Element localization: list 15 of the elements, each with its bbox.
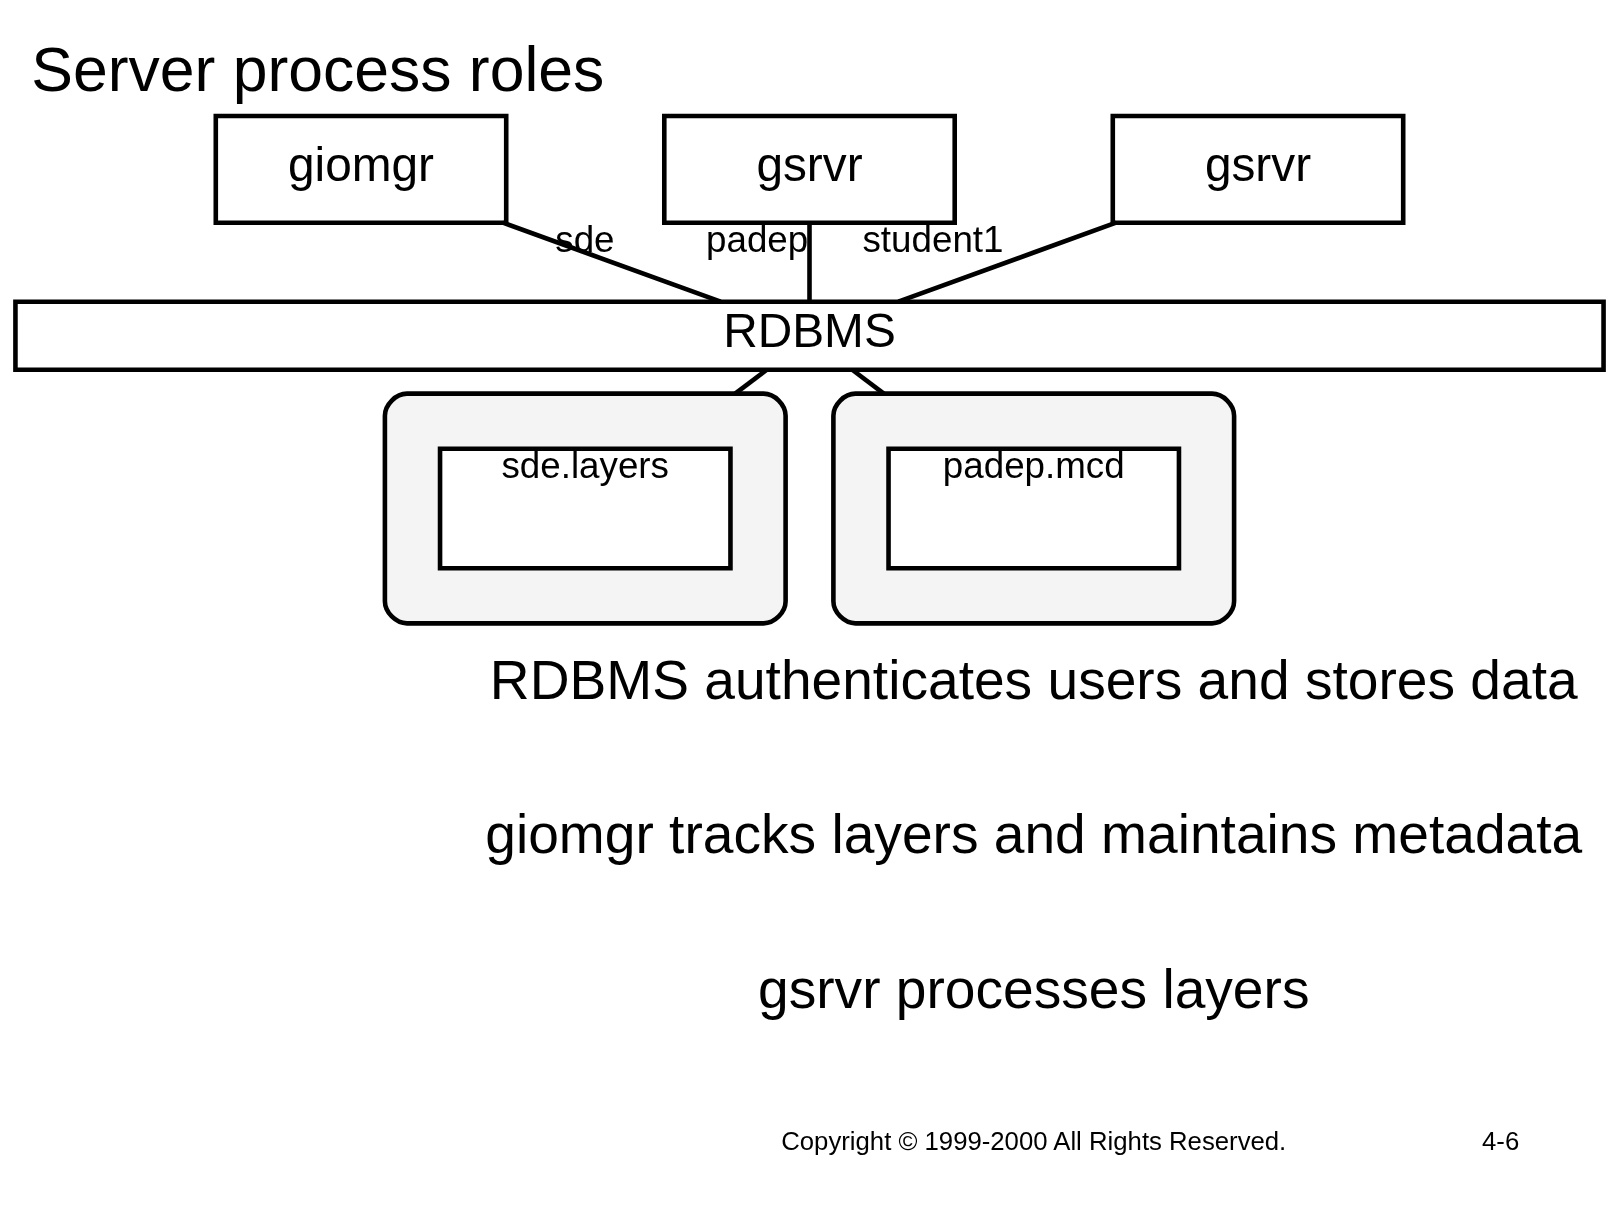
diagram-title: Server process roles — [31, 33, 605, 104]
label: RDBMS authenticates users and stores data — [489, 648, 1578, 711]
label: Copyright © 1999-2000 All Rights Reserved. — [781, 1126, 1287, 1155]
cluster — [831, 390, 1237, 626]
label: giomgr tracks layers and maintains metadata — [485, 802, 1583, 865]
node-box: gsrvr — [1110, 113, 1406, 225]
connector — [807, 222, 812, 302]
label: 4-6 — [1482, 1126, 1520, 1155]
node-box: RDBMS — [13, 298, 1606, 372]
cluster — [382, 390, 788, 626]
label: gsrvr processes layers — [758, 957, 1310, 1020]
node-box: padep.mcd — [886, 445, 1182, 571]
node-box: giomgr — [213, 113, 509, 225]
node-box: sde.layers — [437, 445, 733, 571]
node-box: gsrvr — [662, 113, 957, 225]
